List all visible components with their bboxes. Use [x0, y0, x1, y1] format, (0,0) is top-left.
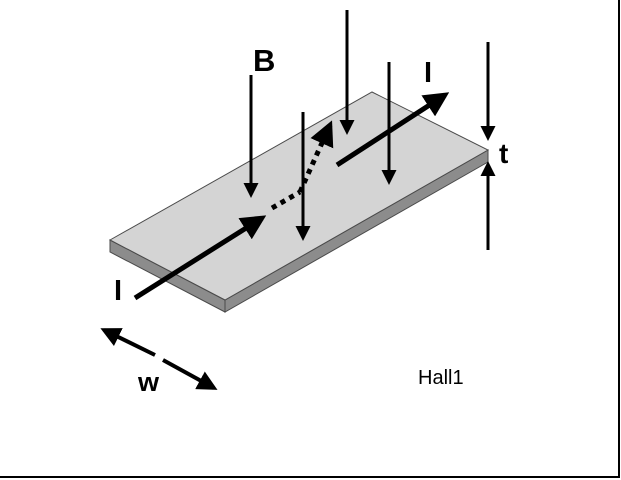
strip-top-face	[108, 91, 490, 301]
caption-text: Hall1	[418, 367, 464, 389]
width-arrow-lower	[162, 358, 218, 390]
label-thickness: t	[499, 138, 508, 169]
label-current-out: I	[424, 57, 432, 89]
current-arrow-deflected-dotted	[297, 120, 334, 194]
current-arrow	[133, 92, 450, 301]
width-indicator	[100, 328, 218, 390]
label-current-in: I	[114, 275, 122, 307]
magnetic-field-arrows	[243, 10, 397, 241]
current-arrow-outgoing	[335, 92, 450, 168]
width-arrow-upper	[100, 328, 156, 357]
label-width: w	[137, 367, 160, 397]
current-arrow-incoming	[133, 215, 267, 301]
label-b-field: B	[253, 43, 275, 78]
